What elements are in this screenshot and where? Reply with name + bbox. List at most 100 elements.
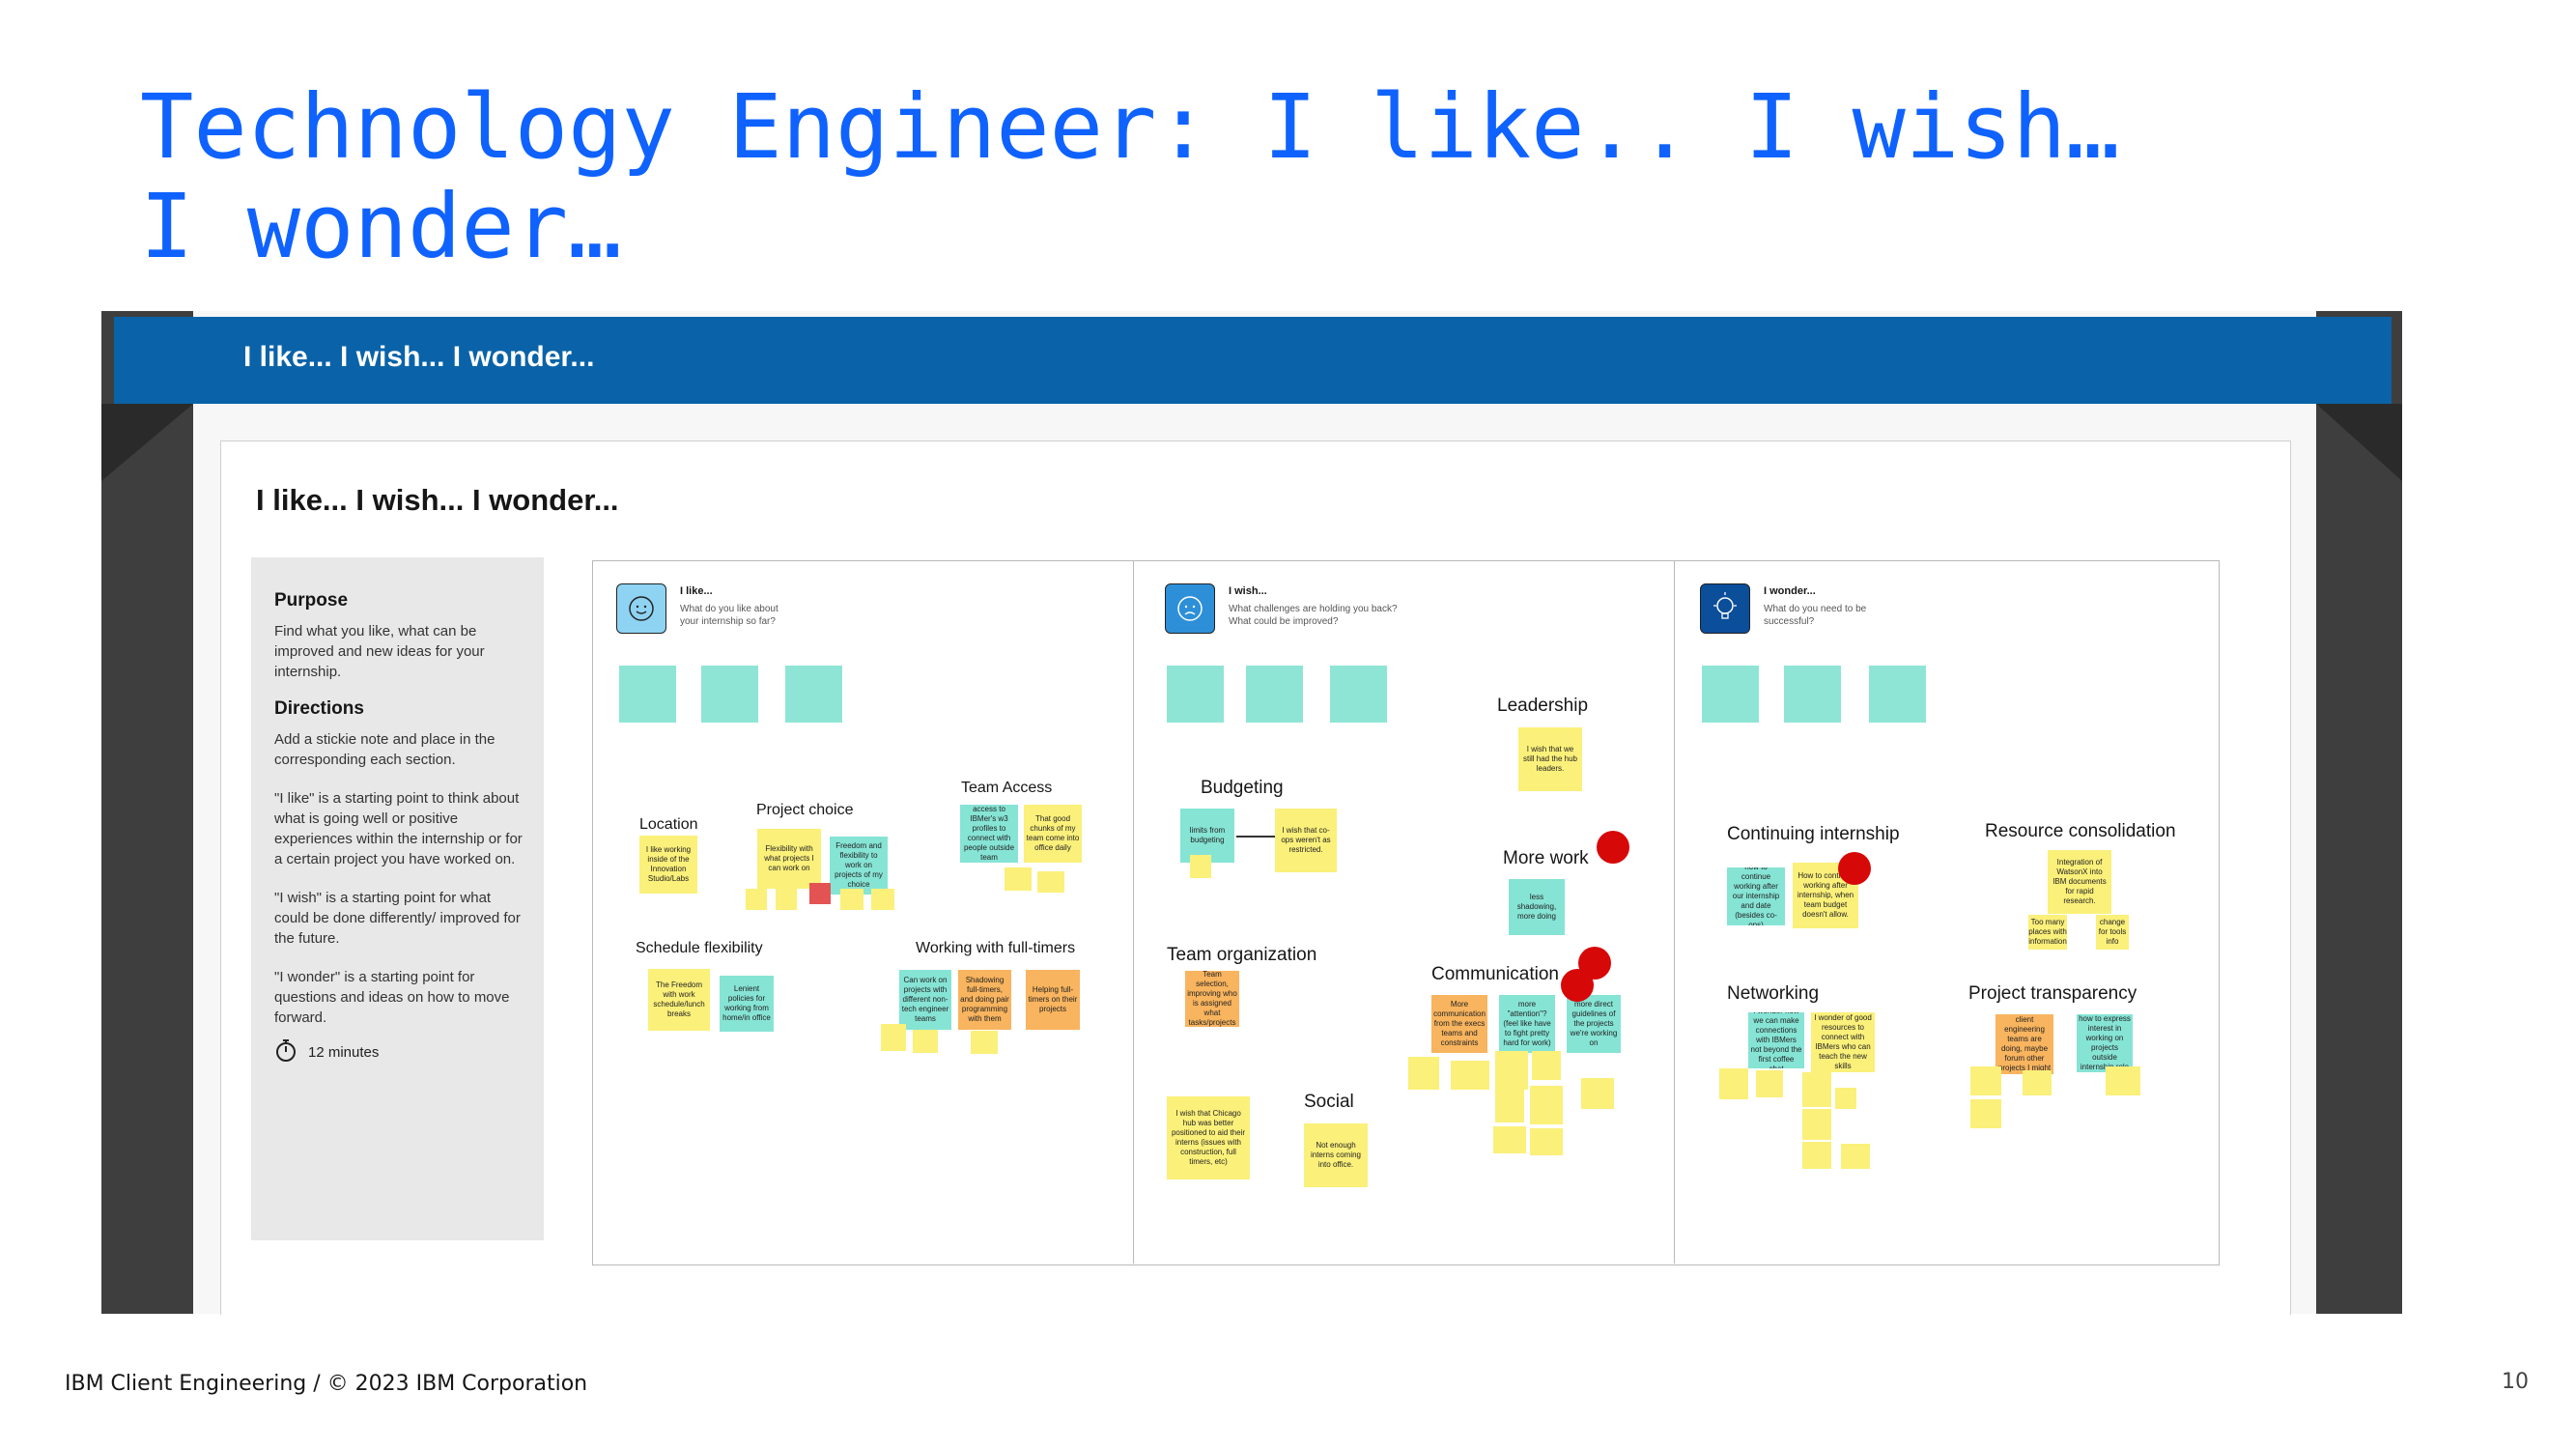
sticky-note-small[interactable] — [1532, 1051, 1561, 1080]
like-subtitle: What do you like about your internship s… — [680, 604, 778, 627]
sticky-note[interactable]: Lenient policies for working from home/i… — [720, 976, 774, 1032]
slide-title: Technology Engineer: I like.. I wish… I … — [140, 77, 2362, 276]
sticky-note-small[interactable] — [1802, 1142, 1831, 1169]
sticky-note-small[interactable] — [1841, 1144, 1870, 1169]
sticky-note-small[interactable] — [881, 1024, 906, 1051]
sticky-note-small[interactable] — [1719, 1068, 1748, 1099]
wish-subtitle: What challenges are holding you back? Wh… — [1229, 604, 1398, 627]
sticky-note-small[interactable] — [1581, 1078, 1614, 1109]
sticky-note[interactable]: I wonder how we can make connections wit… — [1748, 1012, 1804, 1068]
frame-corner-right — [2316, 404, 2402, 481]
sticky-note[interactable]: I wish that we still had the hub leaders… — [1518, 727, 1582, 791]
category-communication: Communication — [1431, 964, 1559, 984]
sticky-note[interactable]: Freedom and flexibility to work on proje… — [830, 837, 888, 895]
sticky-note[interactable]: access to IBMer's w3 profiles to connect… — [960, 805, 1018, 863]
sticky-note-small[interactable] — [971, 1031, 998, 1054]
category-team-access: Team Access — [961, 780, 1053, 796]
sticky-note[interactable]: Not enough interns coming into office. — [1304, 1123, 1368, 1187]
sticky-note-small[interactable] — [1493, 1126, 1526, 1153]
category-more-work: More work — [1503, 848, 1589, 868]
sticky-note-small[interactable] — [2106, 1066, 2140, 1095]
sticky-note-small[interactable] — [746, 889, 767, 910]
sticky-note-small[interactable]: Too many places with information — [2028, 915, 2067, 950]
blank-sticky[interactable] — [785, 666, 842, 723]
board-banner — [114, 317, 2392, 404]
sticky-note-small[interactable] — [1451, 1061, 1489, 1090]
blank-sticky[interactable] — [1246, 666, 1303, 723]
sticky-note[interactable]: Helping full-timers on their projects — [1026, 970, 1080, 1030]
sticky-note-small[interactable] — [1408, 1057, 1439, 1090]
sticky-note-small[interactable] — [1756, 1070, 1783, 1097]
blank-sticky[interactable] — [701, 666, 758, 723]
sticky-note-small[interactable] — [871, 889, 894, 910]
sticky-note-small[interactable] — [913, 1030, 938, 1053]
like-heading: I like... — [680, 585, 713, 597]
sticky-note[interactable]: Team selection, improving who is assigne… — [1185, 971, 1239, 1027]
vote-dot — [1597, 831, 1629, 864]
sticky-note[interactable]: Integration of WatsonX into IBM document… — [2048, 850, 2111, 914]
sticky-note-small[interactable] — [840, 889, 863, 910]
sticky-note-small[interactable] — [1970, 1099, 2001, 1128]
sticky-note[interactable]: I wish that Chicago hub was better posit… — [1167, 1096, 1250, 1179]
sticky-note[interactable]: more direct guidelines of the projects w… — [1567, 995, 1621, 1053]
sticky-note[interactable]: More communication from the execs teams … — [1431, 995, 1487, 1053]
blank-sticky[interactable] — [1869, 666, 1926, 723]
sticky-note-small[interactable] — [1530, 1128, 1563, 1155]
sticky-note[interactable]: I like working inside of the Innovation … — [639, 836, 697, 894]
wonder-subtitle: What do you need to be successful? — [1764, 604, 1867, 627]
blank-sticky[interactable] — [1167, 666, 1224, 723]
vote-dot — [1561, 969, 1594, 1002]
slide-title-line1: Technology Engineer: I like.. I wish… — [140, 75, 2120, 179]
sad-face-icon — [1165, 583, 1215, 634]
sticky-note[interactable]: What other client engineering teams are … — [1996, 1014, 2053, 1074]
sticky-note-small[interactable] — [2023, 1070, 2052, 1095]
footer-copyright: IBM Client Engineering / © 2023 IBM Corp… — [65, 1372, 588, 1396]
sticky-note-small[interactable] — [776, 889, 797, 910]
sticky-note[interactable]: more "attention"? (feel like have to fig… — [1499, 995, 1555, 1053]
wish-directions: "I wish" is a starting point for what co… — [274, 890, 521, 947]
category-location: Location — [639, 816, 698, 833]
sticky-note-small[interactable] — [809, 883, 831, 904]
sticky-note-small[interactable] — [1495, 1051, 1528, 1090]
sticky-canvas[interactable] — [592, 560, 2220, 1265]
smile-icon — [616, 583, 666, 634]
sticky-note[interactable]: The Freedom with work schedule/lunch bre… — [648, 969, 710, 1031]
sticky-note[interactable]: Shadowing full-timers, and doing pair pr… — [958, 970, 1011, 1030]
sticky-note-small[interactable] — [1970, 1066, 2001, 1095]
sticky-note[interactable]: I wonder of good resources to connect wi… — [1811, 1012, 1875, 1072]
category-leadership: Leadership — [1497, 696, 1589, 716]
sticky-note[interactable]: less shadowing, more doing — [1509, 879, 1565, 935]
wish-heading: I wish... — [1229, 585, 1267, 597]
sticky-note-small[interactable] — [1005, 867, 1032, 891]
blank-sticky[interactable] — [1702, 666, 1759, 723]
lightbulb-icon — [1700, 583, 1750, 634]
duration-label: 12 minutes — [308, 1044, 380, 1061]
category-schedule: Schedule flexibility — [636, 940, 763, 956]
frame-corner-left — [101, 404, 193, 481]
blank-sticky[interactable] — [619, 666, 676, 723]
sticky-note[interactable]: limits from budgeting — [1180, 809, 1234, 863]
sticky-note[interactable]: how to continue working after our intern… — [1727, 867, 1785, 925]
sticky-note[interactable]: how to express interest in working on pr… — [2077, 1014, 2133, 1072]
section-divider — [1133, 560, 1134, 1264]
sticky-note[interactable]: That good chunks of my team come into of… — [1024, 805, 1082, 863]
sticky-note-small[interactable] — [1495, 1090, 1524, 1122]
sticky-note-small[interactable] — [1802, 1072, 1831, 1107]
sticky-note[interactable]: Flexibility with what projects I can wor… — [757, 829, 821, 889]
sticky-note-small[interactable] — [1190, 855, 1211, 878]
category-project-choice: Project choice — [756, 802, 854, 818]
blank-sticky[interactable] — [1784, 666, 1841, 723]
blank-sticky[interactable] — [1330, 666, 1387, 723]
sticky-note[interactable]: Can work on projects with different non-… — [899, 970, 951, 1030]
board-title: I like... I wish... I wonder... — [256, 483, 619, 517]
directions-text: Add a stickie note and place in the corr… — [274, 731, 495, 768]
purpose-heading: Purpose — [274, 590, 349, 611]
sticky-note-small[interactable] — [1835, 1088, 1856, 1109]
sticky-note-small[interactable]: change for tools info — [2096, 915, 2129, 950]
sticky-note[interactable]: I wish that co-ops weren't as restricted… — [1275, 809, 1337, 872]
category-team-organization: Team organization — [1167, 945, 1317, 965]
sticky-note-small[interactable] — [1530, 1086, 1563, 1124]
sticky-note-small[interactable] — [1037, 871, 1064, 893]
sticky-note-small[interactable] — [1802, 1109, 1831, 1140]
